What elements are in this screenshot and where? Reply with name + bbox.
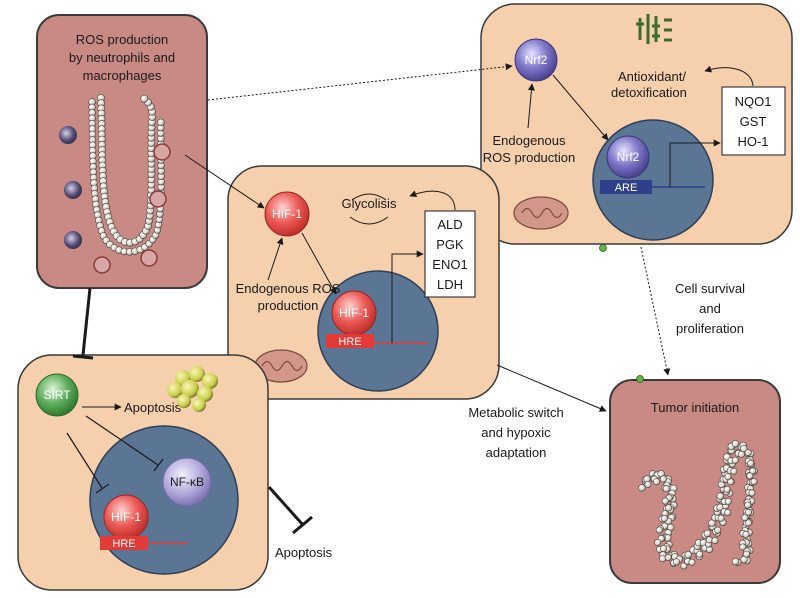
metabolic-label-2: and hypoxic xyxy=(481,425,551,440)
nrf2-nuclear-node xyxy=(606,135,650,179)
glycolysis-cycle-icon xyxy=(349,216,389,225)
junction-dot xyxy=(599,244,607,252)
are-label: ARE xyxy=(615,182,638,194)
junction-dot xyxy=(636,375,644,383)
sirt-apoptosis-label: Apoptosis xyxy=(124,400,182,415)
arrow-nrf2-to-tumor xyxy=(640,246,671,376)
arrow-hif-to-tumor xyxy=(496,364,607,412)
inhibit-sirt-to-hif xyxy=(66,432,110,494)
sirt-hre-box xyxy=(100,536,148,550)
mitochondrion-icon xyxy=(513,196,569,230)
arrow-nrf2-to-nucleus xyxy=(552,74,609,141)
arrow-are-to-genes xyxy=(669,139,721,187)
tumor-panel xyxy=(609,379,781,584)
hif-endogenous-label-2: production xyxy=(258,298,319,313)
metabolic-label-3: adaptation xyxy=(486,445,547,460)
metabolic-label-1: Metabolic switch xyxy=(468,405,563,420)
arrow-hif-to-nucleus xyxy=(301,232,337,295)
hif-protein-label: HIF-1 xyxy=(272,207,302,221)
sirt-hif-label: HIF-1 xyxy=(111,510,141,524)
inhibit-ros-to-sirt xyxy=(72,287,94,360)
glycolysis-cycle-icon xyxy=(351,193,387,201)
arrow-ros-to-hif xyxy=(184,154,265,209)
ros-title-1: ROS production xyxy=(76,32,169,47)
antioxidant-label-2: detoxification xyxy=(611,85,687,100)
gene-nqo1: NQO1 xyxy=(735,94,772,109)
nrf2-endogenous-label-2: ROS production xyxy=(483,150,576,165)
hif-endogenous-label-1: Endogenous ROS xyxy=(236,281,341,296)
gene-ho1: HO-1 xyxy=(737,134,768,149)
arrow-ros-to-nrf2 xyxy=(207,63,513,101)
nfkb-node xyxy=(162,457,212,507)
nrf2-nuclear-label: Nrf2 xyxy=(617,150,640,164)
antioxidant-molecule-icon xyxy=(636,14,672,44)
ros-panel xyxy=(36,14,208,289)
tumor-title: Tumor initiation xyxy=(651,400,739,415)
gene-ldh: LDH xyxy=(437,277,463,292)
cell-survival-label-2: and xyxy=(699,301,721,316)
glycolysis-label: Glycolisis xyxy=(342,196,397,211)
gene-ald: ALD xyxy=(437,217,462,232)
inhibit-sirt-to-nfkb xyxy=(85,415,164,472)
arrow-endogenous-to-hif xyxy=(267,237,284,281)
gene-gst: GST xyxy=(740,114,767,129)
arrow-genes-to-antioxidant xyxy=(704,65,754,87)
hre-box xyxy=(326,334,374,348)
ros-title-2: by neutrophils and xyxy=(69,50,175,65)
hif-protein-node xyxy=(264,191,310,237)
are-box xyxy=(600,180,652,194)
hre-label: HRE xyxy=(338,336,361,348)
cell-survival-label-1: Cell survival xyxy=(675,281,745,296)
arrow-endogenous-to-nrf2 xyxy=(527,83,535,129)
hif-nuclear-label: HIF-1 xyxy=(339,306,369,320)
apoptotic-body-icon xyxy=(167,366,218,412)
gene-pgk: PGK xyxy=(436,237,464,252)
ros-title-3: macrophages xyxy=(83,68,162,83)
macrophage-icons xyxy=(59,126,171,274)
sirt-label: SIRT xyxy=(43,388,71,402)
apoptosis-outside-label: Apoptosis xyxy=(275,545,333,560)
nfkb-label: NF-κB xyxy=(170,475,204,489)
arrow-genes-to-glycolysis xyxy=(409,190,456,211)
tumor-crypt-icon xyxy=(638,440,758,570)
sirt-hre-label: HRE xyxy=(112,538,135,550)
arrow-hre-to-genes xyxy=(391,250,424,343)
nrf2-protein-label: Nrf2 xyxy=(525,53,548,67)
gene-eno1: ENO1 xyxy=(432,257,467,272)
nrf2-endogenous-label-1: Endogenous xyxy=(492,133,566,148)
colon-crypt-u-icon xyxy=(88,94,165,256)
hif-genes-box xyxy=(424,210,476,298)
nrf2-protein-node xyxy=(514,38,558,82)
sirt-node xyxy=(35,373,79,417)
nrf2-genes-box xyxy=(721,86,786,156)
cell-survival-label-3: proliferation xyxy=(676,321,744,336)
inhibit-apoptosis xyxy=(267,485,313,535)
antioxidant-label-1: Antioxidant/ xyxy=(618,69,686,84)
